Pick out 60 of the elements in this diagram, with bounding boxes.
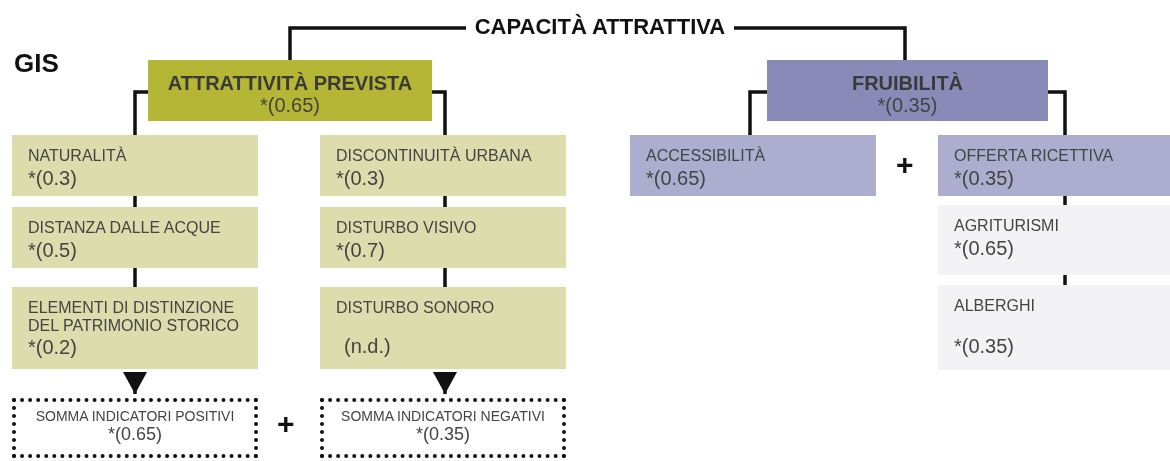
indicator-box <box>938 205 1170 275</box>
weight-value: (n.d.) <box>343 335 392 359</box>
node-label: DISTURBO SONORO <box>336 299 496 318</box>
indicator-box <box>12 207 258 268</box>
connector-line <box>443 196 447 207</box>
weight-value: *(0.3) <box>28 167 78 191</box>
node-label: OFFERTA RICETTIVA <box>954 147 1115 166</box>
category-box <box>148 60 432 121</box>
weight-value: *(0.35) <box>954 335 1016 359</box>
indicator-box <box>938 285 1170 370</box>
connector-line <box>1063 196 1067 205</box>
connector-line <box>443 268 447 287</box>
plus-sign: + <box>277 407 295 441</box>
indicator-box <box>320 287 566 369</box>
connector-line <box>1048 90 1067 135</box>
connector-line <box>1063 275 1067 285</box>
node-label: DISTANZA DALLE ACQUE <box>28 219 222 238</box>
node-label: ELEMENTI DI DISTINZIONE DEL PATRIMONIO STORICO <box>28 299 240 336</box>
weight-value: *(0.35) <box>876 95 939 115</box>
connector-line <box>133 268 137 287</box>
node-label: SOMMA INDICATORI NEGATIVI <box>340 408 546 425</box>
connector-line <box>133 196 137 207</box>
node-label: ATTRATTIVITÀ PREVISTA <box>166 72 414 95</box>
weight-value: *(0.5) <box>28 239 78 263</box>
arrow <box>123 372 147 394</box>
connector-line <box>288 26 466 60</box>
plus-sign: + <box>896 148 914 182</box>
node-label: ALBERGHI <box>954 297 1036 316</box>
connector-line <box>133 90 148 135</box>
indicator-box <box>12 135 258 196</box>
weight-value: *(0.65) <box>259 95 321 115</box>
indicator-box <box>320 207 566 268</box>
weight-value: *(0.35) <box>954 167 1016 191</box>
weight-value: *(0.2) <box>28 335 78 359</box>
indicator-box <box>12 287 258 369</box>
indicator-box <box>938 135 1170 196</box>
connector-line <box>432 90 447 135</box>
weight-value: *(0.3) <box>336 167 386 191</box>
sum-box <box>12 398 258 458</box>
sum-box <box>320 398 566 458</box>
indicator-box <box>630 135 876 196</box>
node-label: ACCESSIBILITÀ <box>646 147 767 166</box>
node-label: CAPACITÀ ATTRATTIVA <box>473 14 727 40</box>
node-label: DISTURBO VISIVO <box>336 219 478 238</box>
indicator-box <box>320 135 566 196</box>
weight-value: *(0.65) <box>954 237 1016 261</box>
arrow <box>433 372 457 394</box>
connector-line <box>734 26 907 60</box>
node-label: FRUIBILITÀ <box>850 72 965 95</box>
node-label: AGRITURISMI <box>954 217 1060 236</box>
section-label: GIS <box>14 48 59 79</box>
node-label: DISCONTINUITÀ URBANA <box>336 147 533 166</box>
weight-value: *(0.65) <box>107 424 163 445</box>
weight-value: *(0.65) <box>646 167 708 191</box>
category-box <box>767 60 1048 121</box>
connector-line <box>748 90 767 135</box>
weight-value: *(0.35) <box>415 424 471 445</box>
node-label: SOMMA INDICATORI POSITIVI <box>34 408 236 425</box>
weight-value: *(0.7) <box>336 239 386 263</box>
node-label: NATURALITÀ <box>28 147 128 166</box>
